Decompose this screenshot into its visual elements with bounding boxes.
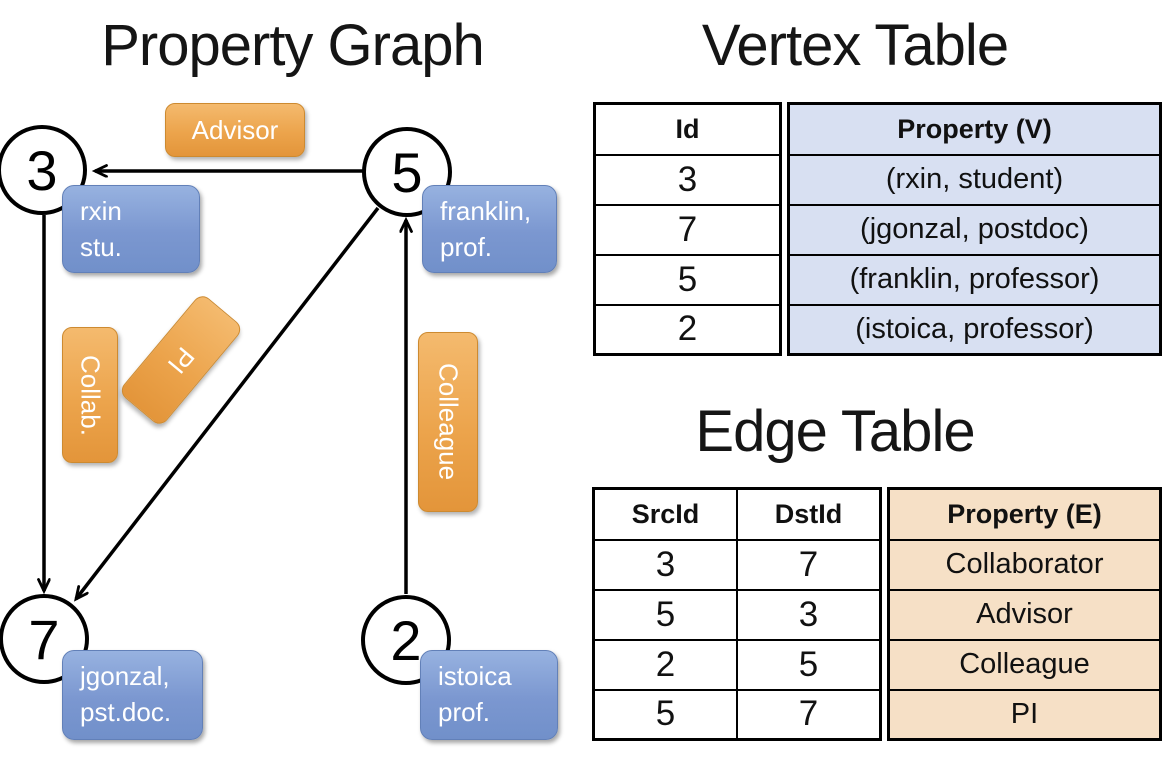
vertex-property-line: franklin, (440, 196, 532, 226)
vertex-table-title: Vertex Table (701, 13, 1009, 78)
graph-edges-layer (0, 0, 585, 760)
table-cell: 3 (736, 588, 882, 641)
table-cell: (istoica, professor) (787, 303, 1162, 356)
vertex-property-line: istoica (438, 661, 512, 691)
table-row: (jgonzal, postdoc) (787, 203, 1162, 256)
table-cell: Colleague (887, 638, 1162, 691)
table-row: Advisor (887, 588, 1162, 641)
table-cell: 5 (592, 688, 738, 741)
table-row: Colleague (887, 638, 1162, 691)
vertex-property-line: prof. (438, 697, 491, 727)
vertex-property-line: prof. (440, 232, 493, 262)
table-cell: 7 (736, 688, 882, 741)
edge-label-collab: Collab. (62, 327, 118, 463)
vertex-property-box-5: franklin, prof. (422, 185, 557, 273)
table-cell: (jgonzal, postdoc) (787, 203, 1162, 256)
table-row: (istoica, professor) (787, 303, 1162, 356)
edge-table-title: Edge Table (695, 399, 975, 464)
edge-srcid-header: SrcId (592, 487, 738, 541)
table-row: 3 (593, 153, 782, 206)
table-cell: Advisor (887, 588, 1162, 641)
table-cell: 5 (592, 588, 738, 641)
vertex-property-line: jgonzal, (80, 661, 170, 691)
table-row: 7 (593, 203, 782, 256)
table-cell: 2 (593, 303, 782, 356)
edge-property-header: Property (E) (887, 487, 1162, 541)
graph-node-2: 2 (361, 595, 451, 685)
vertex-property-line: stu. (80, 232, 122, 262)
edge-dstid-header: DstId (736, 487, 882, 541)
table-row: Collaborator (887, 538, 1162, 591)
table-cell: 3 (593, 153, 782, 206)
edge-label-text: Advisor (191, 114, 279, 145)
table-cell: 5 (593, 253, 782, 306)
table-cell: 5 (736, 638, 882, 691)
table-cell: 7 (736, 538, 882, 591)
table-row: 5 (593, 253, 782, 306)
vertex-property-line: rxin (80, 196, 122, 226)
table-cell: 3 (592, 538, 738, 591)
vertex-property-header: Property (V) (787, 102, 1162, 156)
table-cell: (rxin, student) (787, 153, 1162, 206)
edge-label-text: PI (161, 341, 201, 380)
edge-label-text: Collab. (75, 354, 106, 436)
table-cell: Collaborator (887, 538, 1162, 591)
vertex-property-column-table: Property (V) (rxin, student)(jgonzal, po… (787, 102, 1162, 356)
edge-label-advisor: Advisor (165, 103, 305, 157)
table-row: (rxin, student) (787, 153, 1162, 206)
table-row: (franklin, professor) (787, 253, 1162, 306)
vertex-property-box-7: jgonzal, pst.doc. (62, 650, 203, 740)
table-row: PI (887, 688, 1162, 741)
vertex-property-box-3: rxin stu. (62, 185, 200, 273)
edge-label-text: Colleague (433, 363, 464, 481)
table-cell: 7 (593, 203, 782, 256)
table-row: 2 (593, 303, 782, 356)
vertex-property-box-2: istoica prof. (420, 650, 558, 740)
table-cell: PI (887, 688, 1162, 741)
graph-edge-5-to-7 (76, 206, 380, 599)
table-cell: (franklin, professor) (787, 253, 1162, 306)
vertex-id-header: Id (593, 102, 782, 156)
vertex-property-line: pst.doc. (80, 697, 172, 727)
property-graph-title: Property Graph (101, 13, 485, 78)
edge-label-colleague: Colleague (418, 332, 478, 512)
table-cell: 2 (592, 638, 738, 691)
